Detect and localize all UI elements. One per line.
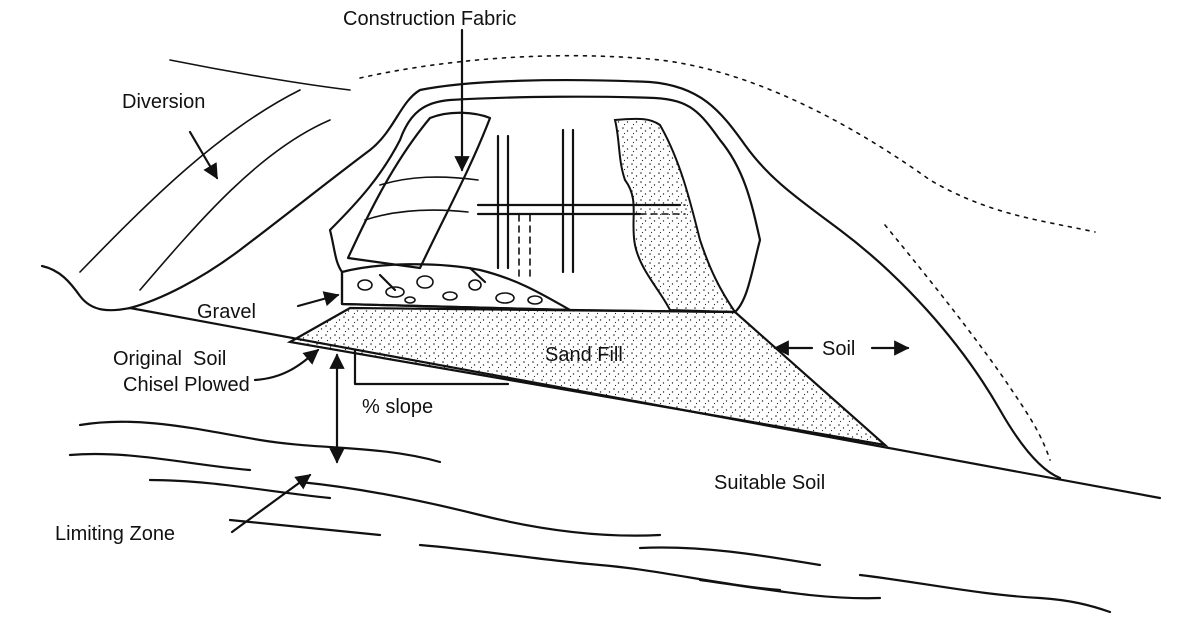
diversion-arrow xyxy=(188,130,219,180)
gravel-arrow xyxy=(296,291,340,308)
mound-soil-cover xyxy=(128,78,1062,480)
label-diversion: Diversion xyxy=(122,91,205,113)
diversion-grass xyxy=(79,54,1096,461)
label-chisel-plowed: Chisel Plowed xyxy=(123,374,250,396)
label-sand-fill: Sand Fill xyxy=(545,344,623,366)
original-soil-arrow xyxy=(253,348,320,382)
label-soil: Soil xyxy=(822,338,855,360)
gravel-layer xyxy=(340,263,572,312)
limiting-zone-arrow xyxy=(230,473,312,534)
absorption-bed-outline xyxy=(328,95,762,314)
limiting-zone-waves xyxy=(68,420,1112,614)
fabric-fold xyxy=(364,176,479,221)
label-construction-fabric: Construction Fabric xyxy=(343,8,516,30)
distribution-pipes xyxy=(378,128,686,292)
label-gravel: Gravel xyxy=(197,301,256,323)
slope-indicator xyxy=(353,348,510,386)
left-terrain xyxy=(40,264,132,312)
label-suitable-soil: Suitable Soil xyxy=(714,472,825,494)
construction-fabric xyxy=(346,111,492,270)
sand-bed-fill xyxy=(613,117,737,314)
label-limiting-zone: Limiting Zone xyxy=(55,523,175,545)
label-original-soil: Original Soil xyxy=(113,348,226,370)
sand-fill-area xyxy=(286,306,889,447)
label-percent-slope: % slope xyxy=(362,396,433,418)
